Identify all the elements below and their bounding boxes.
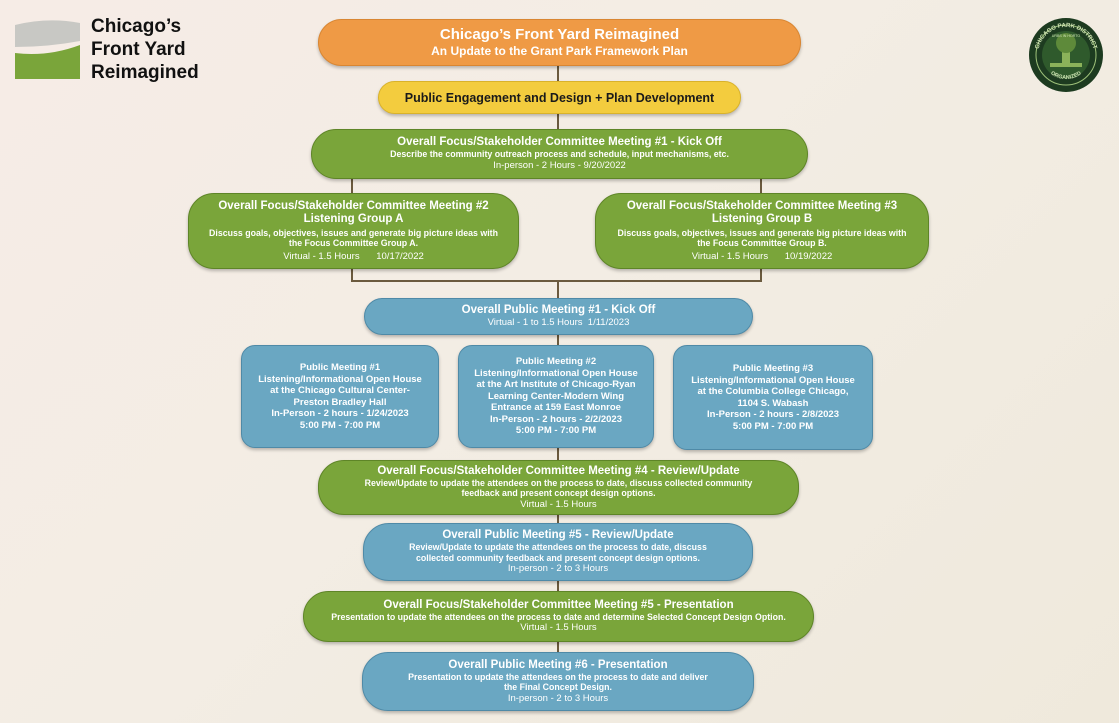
connector — [760, 268, 762, 281]
committee-meeting-3: Overall Focus/Stakeholder Committee Meet… — [595, 193, 929, 269]
meeting-line: at the Art Institute of Chicago-Ryan — [476, 379, 636, 391]
meeting-line: In-Person - 2 hours - 2/2/2023 — [490, 413, 622, 425]
meeting-date: 10/19/2022 — [784, 250, 833, 262]
meeting-details: Virtual - 1 to 1.5 Hours 1/11/2023 — [487, 317, 630, 328]
meeting-line: Listening/Informational Open House — [474, 367, 638, 379]
connector — [557, 114, 559, 129]
seal-text-bottom: ORGANIZED — [1049, 70, 1082, 81]
meeting-line: at the Chicago Cultural Center- — [270, 385, 410, 396]
public-meeting-overall-5: Overall Public Meeting #5 - Review/Updat… — [363, 523, 753, 581]
meeting-title: Public Meeting #2 — [515, 356, 597, 368]
connector — [760, 178, 762, 194]
meeting-line: 5:00 PM - 7:00 PM — [732, 420, 814, 432]
meeting-details: Virtual - 1.5 Hours 10/17/2022 — [283, 251, 424, 263]
meeting-line: Listening/Informational Open House — [691, 374, 855, 386]
park-district-seal: CHICAGO PARK DISTRICT ORGANIZED URBS IN … — [1028, 17, 1104, 93]
meeting-details: Virtual - 1.5 Hours — [520, 622, 597, 634]
connector — [557, 334, 559, 346]
committee-meeting-5: Overall Focus/Stakeholder Committee Meet… — [303, 591, 814, 642]
meeting-line: Learning Center-Modern Wing — [487, 390, 625, 402]
connector — [351, 178, 353, 194]
meeting-description: Presentation to update the attendees on … — [408, 671, 708, 693]
meeting-title: Public Meeting #1 — [299, 362, 381, 373]
meeting-details: In-person - 2 to 3 Hours — [507, 692, 609, 704]
header-title: Chicago’s Front Yard Reimagined — [439, 26, 680, 43]
header-subtitle: An Update to the Grant Park Framework Pl… — [431, 44, 688, 58]
phase-banner: Public Engagement and Design + Plan Deve… — [378, 81, 741, 114]
meeting-line: In-Person - 2 hours - 2/8/2023 — [707, 409, 839, 420]
meeting-line: 1104 S. Wabash — [737, 397, 809, 409]
meeting-description: Describe the community outreach process … — [390, 149, 729, 160]
meeting-details: Virtual - 1.5 Hours 10/19/2022 — [692, 251, 833, 263]
meeting-description: Review/Update to update the attendees on… — [364, 477, 753, 499]
committee-meeting-2: Overall Focus/Stakeholder Committee Meet… — [188, 193, 519, 269]
connector — [557, 580, 559, 591]
meeting-description: Discuss goals, objectives, issues and ge… — [209, 227, 498, 249]
meeting-line: Listening/Informational Open House — [258, 373, 422, 385]
meeting-line: 5:00 PM - 7:00 PM — [299, 419, 381, 431]
committee-meeting-4: Overall Focus/Stakeholder Committee Meet… — [318, 460, 799, 515]
project-logo: Chicago’s Front Yard Reimagined — [14, 16, 214, 83]
meeting-title: Overall Public Meeting #1 - Kick Off — [461, 304, 656, 316]
connector — [557, 514, 559, 523]
phase-label: Public Engagement and Design + Plan Deve… — [404, 90, 715, 105]
meeting-description: Presentation to update the attendees on … — [331, 611, 786, 622]
meeting-format: Virtual - 1.5 Hours — [691, 250, 769, 262]
connector — [557, 280, 559, 299]
meeting-line: Entrance at 159 East Monroe — [491, 402, 621, 414]
meeting-title: Overall Focus/Stakeholder Committee Meet… — [218, 199, 489, 212]
meeting-line: at the Columbia College Chicago, — [697, 386, 849, 397]
logo-line-3: Reimagined — [91, 62, 199, 83]
meeting-description: Discuss goals, objectives, issues and ge… — [617, 227, 907, 249]
connector — [557, 641, 559, 653]
logo-mark-icon — [15, 20, 80, 79]
logo-line-1: Chicago’s — [91, 16, 182, 37]
meeting-title: Overall Public Meeting #6 - Presentation — [448, 658, 668, 671]
public-meeting-3: Public Meeting #3 Listening/Informationa… — [673, 345, 873, 450]
meeting-subtitle: Listening Group B — [711, 212, 813, 225]
meeting-title: Overall Focus/Stakeholder Committee Meet… — [377, 464, 740, 477]
meeting-description: Review/Update to update the attendees on… — [409, 542, 707, 563]
meeting-title: Overall Focus/Stakeholder Committee Meet… — [397, 136, 722, 149]
meeting-title: Overall Public Meeting #5 - Review/Updat… — [442, 529, 674, 541]
meeting-title: Public Meeting #3 — [732, 363, 814, 374]
meeting-details: Virtual - 1.5 Hours — [520, 498, 597, 510]
logo-line-2: Front Yard — [91, 39, 186, 60]
connector — [351, 268, 353, 281]
public-meeting-overall-1: Overall Public Meeting #1 - Kick Off Vir… — [364, 298, 753, 335]
public-meeting-overall-6: Overall Public Meeting #6 - Presentation… — [362, 652, 754, 711]
committee-meeting-1: Overall Focus/Stakeholder Committee Meet… — [311, 129, 808, 179]
header-box: Chicago’s Front Yard Reimagined An Updat… — [318, 19, 801, 66]
connector — [557, 448, 559, 460]
meeting-line: 5:00 PM - 7:00 PM — [515, 425, 597, 437]
meeting-title: Overall Focus/Stakeholder Committee Meet… — [626, 199, 898, 212]
meeting-line: In-Person - 2 hours - 1/24/2023 — [271, 408, 409, 419]
meeting-date: 10/17/2022 — [376, 250, 424, 262]
public-meeting-1: Public Meeting #1 Listening/Informationa… — [241, 345, 439, 448]
meeting-title: Overall Focus/Stakeholder Committee Meet… — [383, 598, 734, 611]
svg-text:ORGANIZED: ORGANIZED — [1049, 70, 1082, 81]
meeting-subtitle: Listening Group A — [303, 212, 404, 225]
meeting-details: In-person - 2 Hours - 9/20/2022 — [493, 159, 626, 171]
seal-text-inner: URBS IN HORTO — [1052, 34, 1081, 38]
public-meeting-2: Public Meeting #2 Listening/Informationa… — [458, 345, 654, 448]
meeting-details: In-person - 2 to 3 Hours — [507, 563, 609, 574]
seal-emblem-icon — [1029, 18, 1103, 92]
meeting-format: Virtual - 1.5 Hours — [283, 250, 360, 262]
connector — [557, 65, 559, 81]
meeting-line: Preston Bradley Hall — [293, 396, 387, 408]
connector — [351, 280, 762, 282]
